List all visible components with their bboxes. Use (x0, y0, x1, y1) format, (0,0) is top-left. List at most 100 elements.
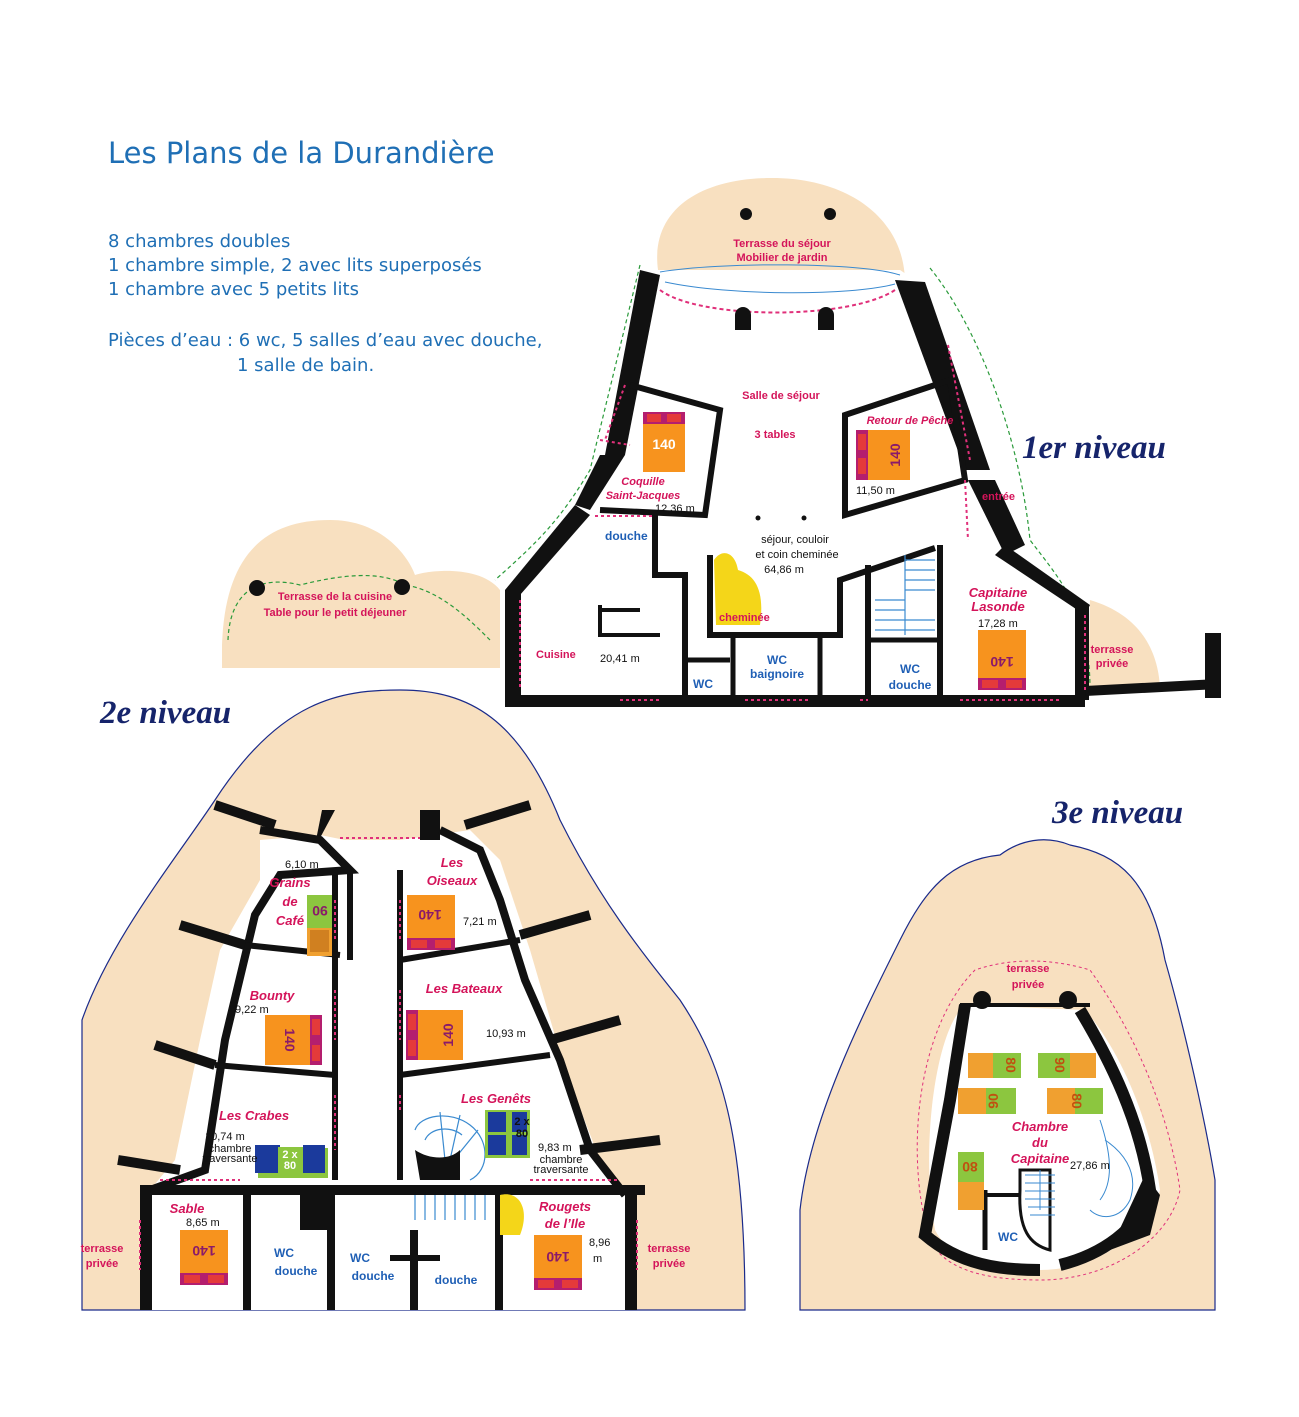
wall (390, 1255, 440, 1261)
wall (895, 280, 990, 470)
bed-bounty (265, 1015, 322, 1065)
area-label: 11,50 m (856, 485, 895, 497)
steps (659, 264, 901, 276)
wall (300, 1195, 330, 1230)
terrace-outline (227, 574, 491, 641)
room-label: Cuisine (536, 649, 576, 661)
pillar (824, 208, 836, 220)
staircase (1025, 1170, 1055, 1216)
dot (801, 515, 807, 521)
bed-bateaux (406, 1010, 463, 1060)
room-label: douche (352, 1269, 395, 1283)
bed-size: 140 (990, 654, 1014, 670)
staircase (414, 1195, 486, 1220)
terrace-sejour-label: Mobilier de jardin (736, 252, 827, 264)
wall (605, 270, 660, 455)
openings (519, 344, 1086, 701)
pillar (740, 208, 752, 220)
wall (1018, 1168, 1052, 1252)
wall (316, 810, 335, 840)
bed-size: 80 (1069, 1093, 1085, 1109)
area-label: 17,28 m (978, 618, 1018, 630)
wall (599, 382, 724, 519)
terrace-cuisine-label: Terrasse de la cuisine (278, 591, 392, 603)
room-label: Sable (170, 1201, 205, 1216)
terrace-sejour-label: Terrasse du séjour (733, 238, 831, 250)
level-1-title: 1er niveau (1022, 430, 1166, 466)
room-label: Retour de Pêche (867, 415, 954, 427)
wall (327, 1195, 335, 1310)
wall (575, 455, 625, 510)
room-label: Saint-Jacques (606, 490, 681, 502)
bed-grains (307, 895, 332, 956)
wall (243, 1195, 251, 1310)
bunk-label: 80 (284, 1160, 296, 1172)
room-label: de (282, 894, 297, 909)
wall (995, 545, 1090, 615)
terrace-label: terrasse (648, 1243, 691, 1255)
area-label: 20,41 m (600, 653, 640, 665)
bed-sable (180, 1230, 228, 1285)
pillar (394, 579, 410, 595)
room-label: Les Genêts (461, 1091, 531, 1106)
room-label: WC (274, 1246, 294, 1260)
wall (625, 1185, 637, 1310)
wall (117, 1155, 181, 1175)
bed-size: 90 (985, 1093, 1001, 1109)
bed-oiseaux (407, 895, 455, 950)
wall (399, 1052, 551, 1078)
wall (140, 1185, 152, 1310)
room-label: douche (889, 678, 932, 692)
wall (140, 1185, 645, 1195)
room-label: Salle de séjour (742, 390, 820, 402)
wall (505, 505, 590, 595)
area-label: 12,36 m (655, 503, 695, 515)
summary-line: 1 chambre avec 5 petits lits (108, 279, 359, 300)
room-label: WC (767, 653, 787, 667)
room-label: Coquille (621, 476, 664, 488)
wall (518, 910, 592, 940)
bed-rougets (534, 1235, 582, 1290)
bed-80 (958, 1152, 984, 1210)
terrace-label: privée (1096, 658, 1128, 670)
area-label: 10,74 m (205, 1131, 245, 1143)
terrace-cuisine (222, 520, 500, 668)
wall (463, 800, 532, 830)
pillar (249, 580, 265, 596)
bed-size: 80 (962, 1159, 978, 1175)
wall (1110, 1175, 1160, 1250)
pillar (973, 991, 991, 1009)
bed-size: 140 (418, 907, 442, 923)
room-label: du (1032, 1135, 1048, 1150)
bed-retour (856, 430, 910, 480)
wall (968, 480, 1025, 555)
terrace-label: privée (653, 1258, 685, 1270)
wall (399, 937, 521, 963)
room-label: 3 tables (755, 429, 796, 441)
bed-size: 90 (1052, 1057, 1068, 1073)
bed-capitaine (978, 630, 1026, 690)
room-label: Chambre (1012, 1119, 1068, 1134)
wall (410, 1230, 418, 1310)
fireplace (714, 553, 762, 625)
area-label: 7,21 m (463, 916, 497, 928)
ground-line (1085, 678, 1221, 696)
terrace-label: privée (1012, 979, 1044, 991)
wall (148, 826, 360, 1194)
wall (579, 1135, 661, 1155)
room-note: traversante (202, 1153, 257, 1165)
area-label: 8,65 m (186, 1217, 220, 1229)
bed-size: 80 (1003, 1057, 1019, 1073)
level-3-title: 3e niveau (1052, 795, 1184, 831)
room-label: Bounty (250, 988, 296, 1003)
area-label: 6,10 m (285, 859, 319, 871)
terrace-sejour (657, 178, 906, 285)
terrace-label: terrasse (81, 1243, 124, 1255)
terrace-cuisine-label: Table pour le petit déjeuner (264, 607, 408, 619)
wall (214, 1062, 336, 1078)
terrace-privee (1088, 600, 1160, 693)
bed-crabes (255, 1145, 328, 1178)
steps (1089, 1139, 1134, 1218)
summary-line: Pièces d’eau : 6 wc, 5 salles d’eau avec… (108, 330, 543, 351)
wall (153, 1040, 217, 1070)
